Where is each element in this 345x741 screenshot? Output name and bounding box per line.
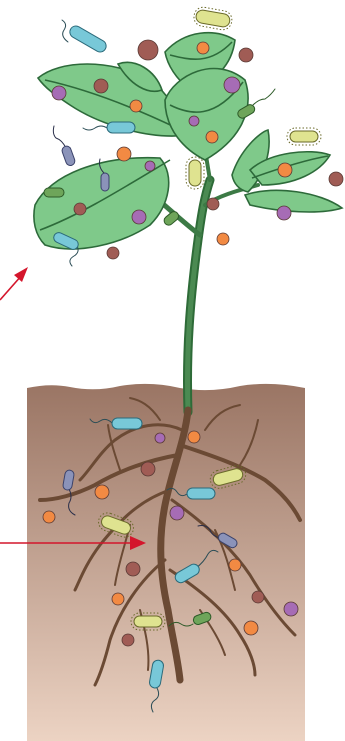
bacterium-cyan (62, 20, 108, 54)
microbe-orange (130, 100, 142, 112)
microbe-maroon (122, 634, 134, 646)
bacterium-slate (53, 126, 76, 167)
microbe-orange (112, 593, 124, 605)
microbe-orange (197, 42, 209, 54)
soil-block (27, 384, 305, 741)
microbe-purple (284, 602, 298, 616)
microbe-orange (229, 559, 241, 571)
microbe-maroon (141, 462, 155, 476)
bacterium-yellow-pili (193, 6, 234, 31)
microbe-orange (206, 131, 218, 143)
microbe-purple (189, 116, 199, 126)
microbe-maroon (239, 48, 253, 62)
microbe-orange (95, 485, 109, 499)
microbe-maroon (138, 40, 158, 60)
bacterium-yellow-pili (287, 128, 321, 145)
microbe-purple (145, 161, 155, 171)
microbe-orange (217, 233, 229, 245)
microbe-purple (132, 210, 146, 224)
microbe-maroon (252, 591, 264, 603)
bacterium-yellow-pili (186, 157, 204, 189)
microbe-maroon (207, 198, 219, 210)
microbe-orange (244, 621, 258, 635)
leaf (245, 190, 342, 212)
microbe-orange (43, 511, 55, 523)
bacterium-cyan (83, 122, 135, 133)
microbe-purple (155, 433, 165, 443)
microbe-orange (278, 163, 292, 177)
microbe-maroon (126, 562, 140, 576)
microbe-purple (52, 86, 66, 100)
bacterium-green (162, 210, 180, 227)
microbe-purple (224, 77, 240, 93)
microbe-maroon (74, 203, 86, 215)
bacterium-green (44, 188, 64, 197)
microbe-orange (117, 147, 131, 161)
microbe-maroon (107, 247, 119, 259)
microbe-maroon (94, 79, 108, 93)
microbe-purple (170, 506, 184, 520)
microbe-orange (188, 431, 200, 443)
microbe-purple (277, 206, 291, 220)
microbe-maroon (329, 172, 343, 186)
